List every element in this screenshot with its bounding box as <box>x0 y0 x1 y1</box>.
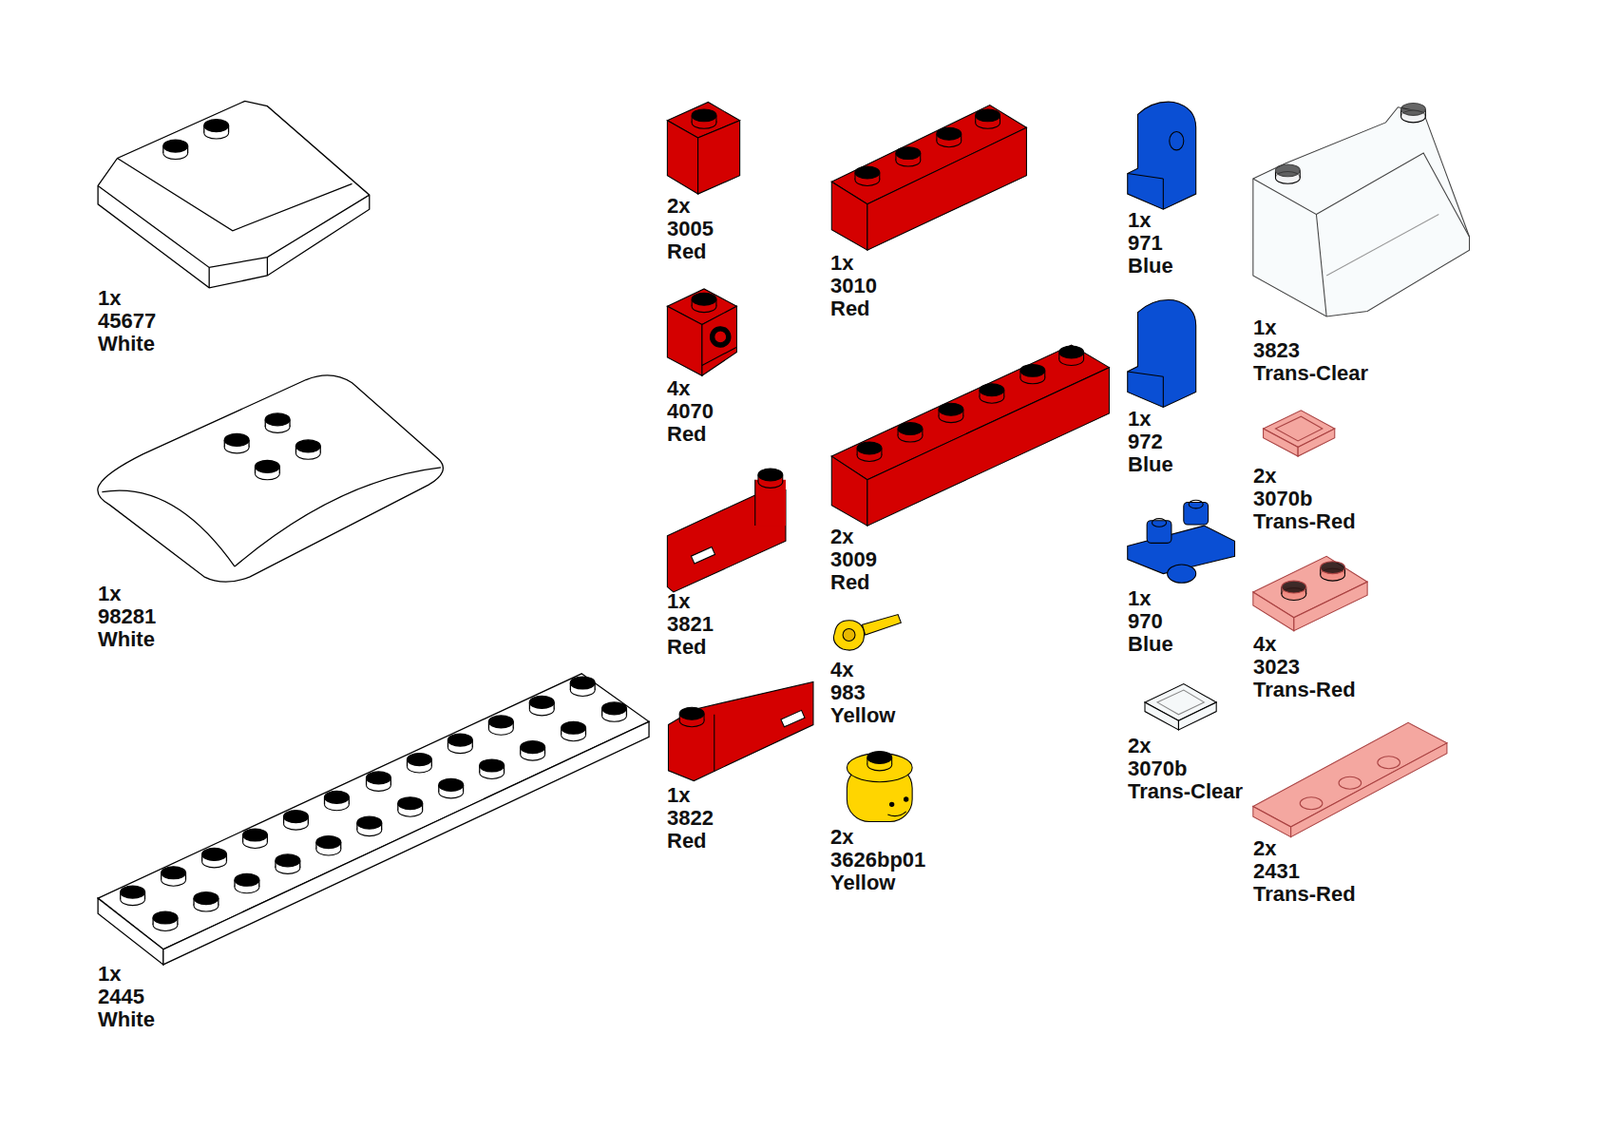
brick-part <box>831 105 1027 251</box>
part-label: 3821 <box>666 612 714 636</box>
part-label: White <box>97 628 155 651</box>
hips-part <box>1127 499 1236 583</box>
part-label: 3070b <box>1127 757 1187 781</box>
part-label: Red <box>830 297 871 321</box>
door-part <box>667 681 814 781</box>
part-label: 2x <box>1127 734 1151 758</box>
part-label: Blue <box>1127 453 1174 477</box>
part-label: 1x <box>1127 407 1151 431</box>
leg-part <box>1127 101 1197 210</box>
windscreen-part <box>1253 102 1470 316</box>
part-label: 45677 <box>97 309 156 333</box>
plate-part <box>1253 555 1368 630</box>
part-label: Red <box>666 240 707 264</box>
headlight-brick-part <box>666 288 737 376</box>
part-label: 1x <box>1127 587 1151 610</box>
tile-part <box>1144 684 1217 730</box>
curved-slope-part <box>97 375 444 582</box>
part-label: 2x <box>666 194 690 218</box>
part-label: 98281 <box>97 605 156 629</box>
brick-part <box>666 101 740 194</box>
part-label: 4x <box>1253 632 1277 656</box>
part-label: Blue <box>1127 632 1174 656</box>
part-label: 3010 <box>830 274 877 298</box>
part-label: 3822 <box>666 806 714 830</box>
head-part <box>846 750 913 821</box>
part-label: Yellow <box>830 871 896 895</box>
part-label: 2x <box>1253 837 1277 860</box>
wedge-part <box>97 100 370 288</box>
part-label: 1x <box>1127 209 1151 232</box>
part-label: 3009 <box>830 548 877 572</box>
tile-part <box>1263 410 1335 457</box>
part-label: White <box>97 332 155 356</box>
leg-part <box>1127 299 1197 407</box>
part-label: 4070 <box>666 400 714 423</box>
part-label: 3005 <box>666 217 714 241</box>
part-label: 3023 <box>1253 655 1300 679</box>
part-label: 1x <box>666 783 690 807</box>
part-label: 1x <box>666 590 690 613</box>
plate-part <box>97 673 649 965</box>
part-label: Red <box>666 635 707 659</box>
part-label: 1x <box>97 582 121 606</box>
part-label: 970 <box>1127 609 1163 633</box>
part-label: Trans-Clear <box>1253 361 1369 385</box>
part-label: Trans-Red <box>1253 678 1356 702</box>
part-label: 2x <box>830 825 854 849</box>
part-label: White <box>97 1008 155 1031</box>
part-label: 983 <box>830 681 866 705</box>
part-label: 3070b <box>1253 487 1313 511</box>
part-label: 3823 <box>1253 339 1300 362</box>
part-label: 3626bp01 <box>830 848 926 872</box>
part-label: 2431 <box>1253 859 1300 883</box>
part-label: 2x <box>830 525 854 549</box>
part-label: Red <box>666 829 707 853</box>
part-label: 971 <box>1127 231 1163 255</box>
part-label: Red <box>830 571 871 594</box>
part-label: 2445 <box>97 985 145 1009</box>
part-label: 1x <box>97 286 121 310</box>
hand-part <box>833 614 901 651</box>
part-label: 4x <box>666 377 690 400</box>
door-part <box>666 468 786 592</box>
brick-part <box>831 344 1109 526</box>
part-label: Trans-Red <box>1253 882 1356 906</box>
part-label: 1x <box>830 251 854 275</box>
tile-part <box>1253 722 1448 837</box>
part-label: Red <box>666 422 707 446</box>
part-label: 4x <box>830 658 854 682</box>
part-label: 1x <box>1253 316 1277 340</box>
part-label: 1x <box>97 962 121 986</box>
part-label: Blue <box>1127 254 1174 278</box>
part-label: Trans-Red <box>1253 510 1356 534</box>
part-label: Yellow <box>830 704 896 727</box>
part-label: 972 <box>1127 430 1163 454</box>
part-label: 2x <box>1253 464 1277 488</box>
part-label: Trans-Clear <box>1127 780 1243 803</box>
